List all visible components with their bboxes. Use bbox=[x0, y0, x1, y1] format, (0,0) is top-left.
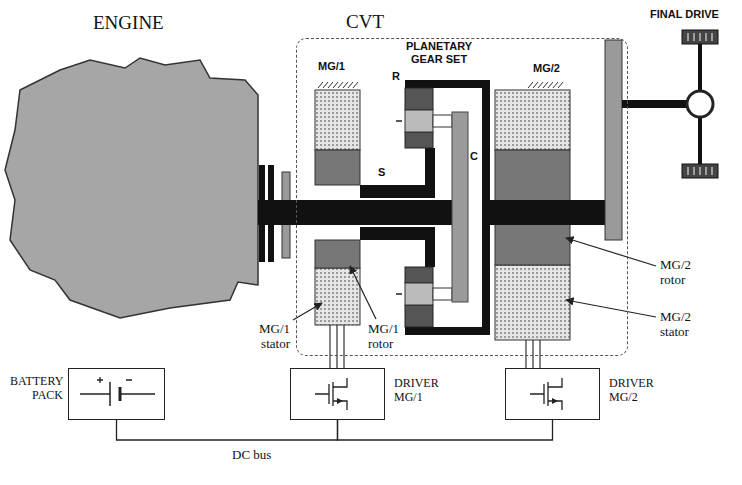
ring-gear bbox=[405, 327, 490, 335]
polarity-mark bbox=[97, 377, 132, 383]
connector-line bbox=[117, 420, 338, 440]
sun-shaft bbox=[360, 227, 435, 240]
carrier bbox=[452, 112, 468, 302]
leader-line bbox=[350, 266, 376, 319]
node-heading: ENGINE bbox=[93, 12, 164, 34]
planet-pinion bbox=[405, 110, 433, 132]
output-shaft bbox=[490, 200, 605, 225]
battery-plate bbox=[109, 382, 111, 406]
phase-wires bbox=[330, 325, 540, 368]
callout-label: MG/1 rotor bbox=[368, 322, 399, 352]
ring-gear bbox=[405, 80, 490, 88]
wheel-tread bbox=[688, 33, 712, 175]
bus-label: DC bus bbox=[232, 448, 271, 463]
planetary-gear-set bbox=[360, 80, 490, 335]
pinion-mark bbox=[396, 121, 402, 294]
battery-symbol bbox=[80, 377, 155, 406]
sun-shaft bbox=[425, 240, 435, 267]
planet-pinion bbox=[405, 283, 433, 305]
wire bbox=[526, 340, 540, 368]
callout-label: MG/2 rotor bbox=[660, 258, 691, 288]
battery-wire bbox=[80, 393, 155, 394]
gear-letter: C bbox=[470, 150, 478, 163]
rotor bbox=[315, 240, 360, 268]
transistor-symbol bbox=[530, 378, 562, 410]
part-name: MG/2 bbox=[533, 62, 560, 75]
ring-gear bbox=[482, 80, 490, 335]
callout-label: MG/2 stator bbox=[660, 310, 691, 340]
drive-shaft bbox=[622, 100, 688, 108]
mg2-machine bbox=[490, 82, 605, 340]
leader-lines bbox=[293, 238, 656, 320]
stator bbox=[315, 268, 360, 325]
sun-shaft bbox=[425, 148, 435, 185]
engine-shaft bbox=[258, 200, 468, 225]
transistor-arrow bbox=[552, 398, 558, 404]
stator bbox=[315, 90, 360, 150]
node-heading: CVT bbox=[346, 11, 384, 33]
connector-line bbox=[338, 420, 553, 440]
leader-line bbox=[566, 238, 656, 266]
transistor bbox=[530, 378, 562, 410]
leader-line bbox=[566, 300, 656, 317]
callout-label: MG/1 stator bbox=[259, 322, 290, 352]
node-heading: DRIVER MG/1 bbox=[394, 377, 439, 405]
sun-gear bbox=[405, 132, 433, 148]
stator bbox=[495, 90, 570, 150]
differential bbox=[687, 91, 713, 117]
sun-gear bbox=[405, 267, 433, 283]
ring-teeth bbox=[405, 305, 433, 327]
node-heading: DRIVER MG/2 bbox=[609, 377, 654, 405]
driver-box: DRIVER MG/1 bbox=[290, 368, 385, 420]
rotor bbox=[315, 150, 360, 185]
dc-bus-wire bbox=[338, 420, 553, 440]
cvt-housing: CVT bbox=[296, 38, 628, 356]
driver-box: DRIVER MG/2 bbox=[505, 368, 600, 420]
final-drive bbox=[605, 30, 718, 240]
node-heading: BATTERY PACK bbox=[10, 375, 63, 403]
sun-shaft bbox=[360, 185, 435, 198]
ground-hatch bbox=[318, 82, 358, 88]
leader-line bbox=[293, 303, 322, 320]
gear-letter: R bbox=[392, 70, 400, 83]
engine-outline bbox=[5, 58, 258, 318]
part-name: MG/1 bbox=[318, 60, 345, 73]
dc-bus-wire bbox=[117, 420, 338, 440]
engine-body bbox=[5, 58, 290, 318]
engine-block: ENGINE bbox=[5, 55, 275, 317]
output-gear bbox=[605, 40, 622, 240]
battery-plate bbox=[119, 387, 122, 401]
battery-box: BATTERY PACK bbox=[68, 368, 165, 420]
transistor-symbol bbox=[315, 378, 347, 410]
pinion-pin bbox=[433, 115, 452, 127]
part-name: PLANETARY GEAR SET bbox=[400, 40, 478, 65]
wire bbox=[330, 325, 344, 368]
part-name: FINAL DRIVE bbox=[650, 8, 719, 21]
gear-letter: S bbox=[378, 166, 385, 179]
pinion-pin bbox=[433, 288, 452, 300]
ground-hatch bbox=[528, 82, 563, 88]
stator bbox=[495, 265, 570, 340]
transistor-arrow bbox=[337, 398, 343, 404]
transistor bbox=[315, 378, 347, 410]
ring-teeth bbox=[405, 88, 433, 110]
